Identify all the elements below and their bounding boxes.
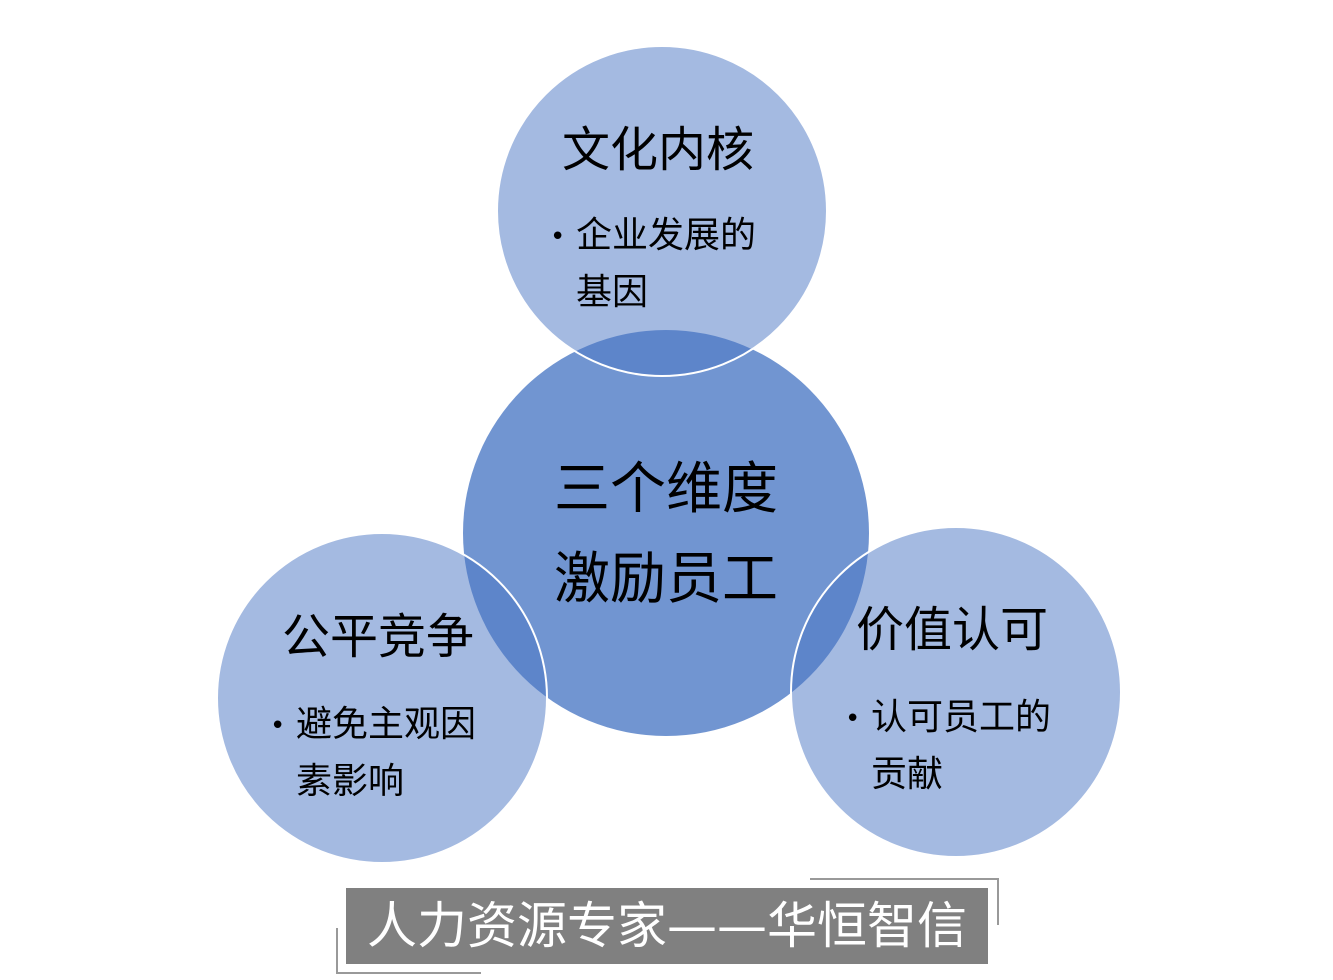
- center-line-1: 三个维度: [554, 457, 778, 522]
- brand-banner: 人力资源专家——华恒智信: [346, 888, 988, 964]
- bullet-text-cont: 贡献: [871, 754, 944, 795]
- banner-frame-bottom-left: [336, 928, 481, 974]
- bullet-text-cont: 基因: [576, 272, 649, 313]
- bullet-icon: •: [845, 704, 861, 734]
- node-bullet-fairness: • 避免主观因 素影响: [270, 697, 476, 810]
- node-bullet-culture: • 企业发展的 基因: [550, 208, 756, 321]
- bullet-text: 认可员工的: [871, 697, 1052, 738]
- center-label: 三个维度 激励员工: [516, 445, 816, 625]
- bullet-text-cont: 素影响: [296, 761, 405, 802]
- center-line-2: 激励员工: [554, 547, 778, 612]
- circle-value: [790, 526, 1122, 858]
- banner-frame-top-right: [810, 878, 999, 925]
- bullet-icon: •: [550, 222, 566, 252]
- node-title-value: 价值认可: [856, 602, 1049, 658]
- circle-fairness: [216, 532, 548, 864]
- node-title-fairness: 公平竞争: [282, 609, 475, 665]
- bullet-icon: •: [270, 711, 286, 741]
- circle-culture: [496, 45, 828, 377]
- bullet-text: 避免主观因: [296, 704, 477, 745]
- center-circle: [463, 330, 869, 736]
- node-bullet-value: • 认可员工的 贡献: [845, 690, 1051, 803]
- node-title-culture: 文化内核: [562, 122, 755, 178]
- bullet-text: 企业发展的: [576, 215, 757, 256]
